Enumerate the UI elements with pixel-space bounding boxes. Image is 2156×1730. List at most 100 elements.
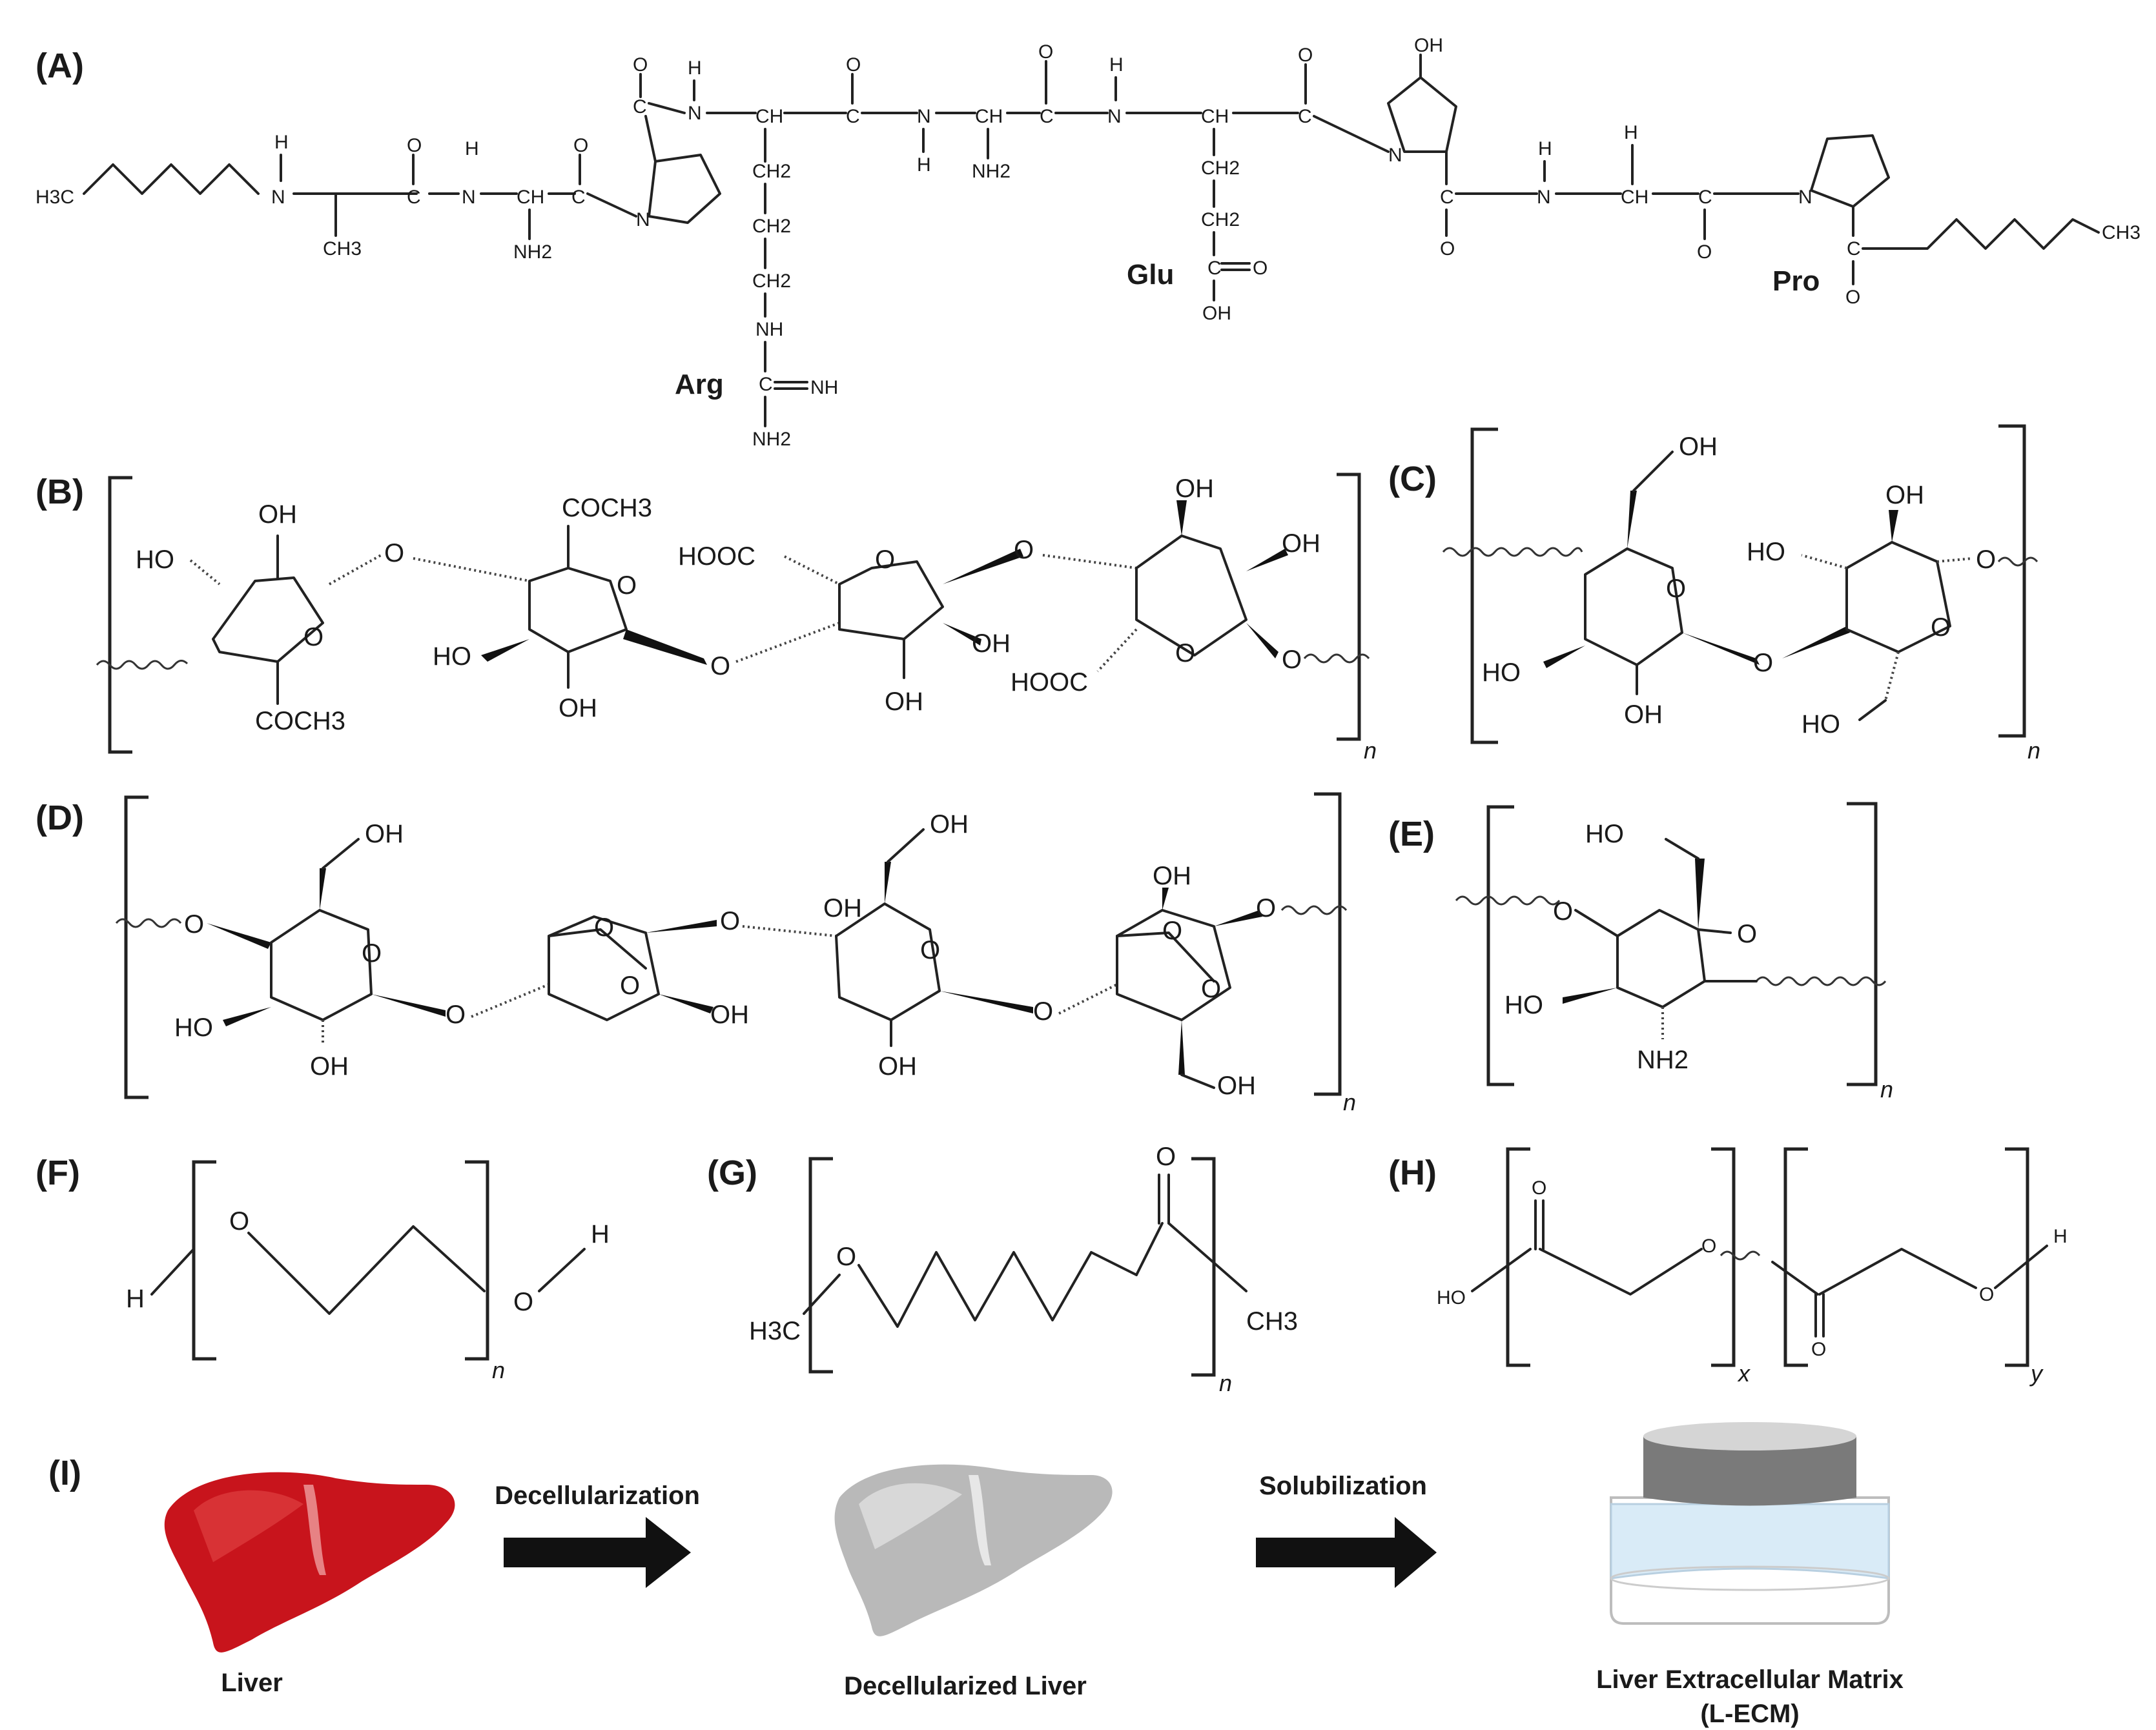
atom-hooc: HOOC	[1011, 668, 1088, 697]
atom-o: O	[1553, 897, 1573, 926]
atom-ch: CH	[1621, 187, 1648, 208]
atom-o: O	[720, 907, 740, 935]
lecm-jar-illustration	[1610, 1422, 1890, 1625]
atom-oh: OH	[1175, 474, 1214, 503]
panel-label-c: (C)	[1388, 460, 1437, 498]
bracket-left	[1470, 427, 1498, 744]
atom-ho: HO	[136, 545, 174, 574]
atom-ho: HO	[1747, 538, 1785, 566]
atom-n: N	[1798, 187, 1812, 208]
arrow-solubilization	[1256, 1517, 1437, 1588]
atom-c: C	[1440, 187, 1454, 208]
atom-ch3: CH3	[1246, 1307, 1298, 1336]
atom-h3c: H3C	[36, 187, 74, 208]
atom-o: O	[617, 571, 637, 600]
atom-o: O	[513, 1288, 533, 1316]
repeat-n: n	[1364, 737, 1377, 764]
atom-ch2: CH2	[752, 161, 791, 182]
atom-coch3: COCH3	[255, 707, 345, 735]
atom-o: O	[1666, 575, 1686, 603]
atom-o: O	[1701, 1236, 1716, 1257]
arrow-label-decellularization: Decellularization	[495, 1481, 700, 1510]
repeat-n: n	[1880, 1076, 1893, 1103]
atom-o: O	[1737, 920, 1757, 948]
panel-a: (A) H3C N H CH3 C O N H CH NH2 C O N C O…	[36, 35, 2141, 450]
caption-lecm-line2: (L-ECM)	[1700, 1700, 1799, 1728]
glycolide-unit	[1539, 1248, 1703, 1296]
repeat-n: n	[2028, 737, 2040, 764]
atom-o: O	[594, 913, 614, 942]
atom-c: C	[1298, 106, 1312, 127]
atom-ch: CH	[517, 187, 544, 208]
atom-oh: OH	[878, 1052, 917, 1081]
atom-o: O	[1976, 545, 1996, 574]
bracket-left	[108, 476, 132, 754]
atom-o: O	[362, 939, 382, 968]
atom-nh2: NH2	[513, 241, 552, 263]
sugar-ring-2	[528, 567, 628, 653]
decellularized-liver-illustration	[834, 1464, 1113, 1636]
panel-i: (I) Liver Decellularization Decellulariz…	[48, 1422, 1904, 1728]
atom-o: O	[1282, 646, 1302, 674]
bracket-right	[1998, 424, 2026, 738]
atom-o: O	[1845, 287, 1860, 308]
atom-o: O	[920, 936, 940, 964]
bracket-right	[465, 1160, 489, 1361]
jar-lid-top	[1643, 1422, 1856, 1450]
atom-h3c: H3C	[749, 1317, 801, 1345]
sugar-ring-1	[212, 576, 324, 663]
atom-h: H	[591, 1220, 610, 1248]
atom-c: C	[1698, 187, 1712, 208]
atom-ho: HO	[1437, 1287, 1466, 1308]
atom-c: C	[1040, 106, 1054, 127]
bracket-right	[1847, 802, 1878, 1086]
bracket-right-y	[2005, 1147, 2029, 1367]
atom-ho: HO	[1504, 991, 1543, 1019]
bracket-left	[1486, 805, 1514, 1086]
atom-o: O	[1298, 45, 1313, 66]
atom-nh2: NH2	[1637, 1046, 1689, 1074]
caption-lecm-line1: Liver Extracellular Matrix	[1596, 1665, 1904, 1694]
bracket-right	[1314, 792, 1342, 1096]
atom-o: O	[1811, 1339, 1826, 1360]
atom-oh: OH	[1414, 35, 1443, 56]
residue-arg: Arg	[675, 369, 724, 400]
atom-ho: HO	[1482, 658, 1521, 687]
atom-o: O	[620, 972, 640, 1000]
atom-o: O	[1253, 258, 1268, 279]
panel-label-g: (G)	[707, 1154, 757, 1192]
atom-oh: OH	[823, 894, 862, 922]
panel-label-e: (E)	[1388, 815, 1435, 853]
panel-label-h: (H)	[1388, 1154, 1437, 1192]
bracket-right	[1337, 473, 1361, 741]
hydroxyproline-ring	[1387, 76, 1457, 153]
atom-nh: NH	[810, 377, 838, 398]
alkyl-chain-left	[83, 163, 260, 195]
panel-label-b: (B)	[36, 473, 84, 511]
atom-ch2: CH2	[1201, 209, 1240, 230]
atom-n: N	[1107, 106, 1122, 127]
atom-c: C	[633, 96, 647, 117]
atom-c: C	[759, 374, 773, 395]
atom-o: O	[836, 1243, 856, 1271]
glucose-ring-1	[270, 909, 373, 1021]
panel-b: (B) n O HO OH O COCH3 O COCH3 HO OH O O …	[36, 473, 1377, 764]
bracket-left	[192, 1160, 216, 1361]
atom-o: O	[1256, 894, 1276, 922]
glucosamine-ring	[1616, 909, 1706, 1008]
atom-nh2: NH2	[972, 161, 1011, 182]
atom-oh: OH	[972, 629, 1011, 658]
atom-c: C	[1207, 258, 1222, 279]
panel-g: (G) H3C O O n CH3	[707, 1143, 1298, 1396]
pcl-repeat	[857, 1251, 1138, 1328]
atom-oh: OH	[258, 500, 297, 529]
atom-nh2: NH2	[752, 429, 791, 450]
atom-o: O	[1979, 1284, 1994, 1305]
atom-ch2: CH2	[1201, 158, 1240, 179]
atom-ho: HO	[433, 642, 471, 671]
atom-h: H	[274, 132, 289, 153]
atom-oh: OH	[1679, 432, 1718, 461]
atom-n: N	[1537, 187, 1551, 208]
atom-n: N	[688, 103, 702, 124]
glucose-ring-1	[1584, 547, 1683, 666]
